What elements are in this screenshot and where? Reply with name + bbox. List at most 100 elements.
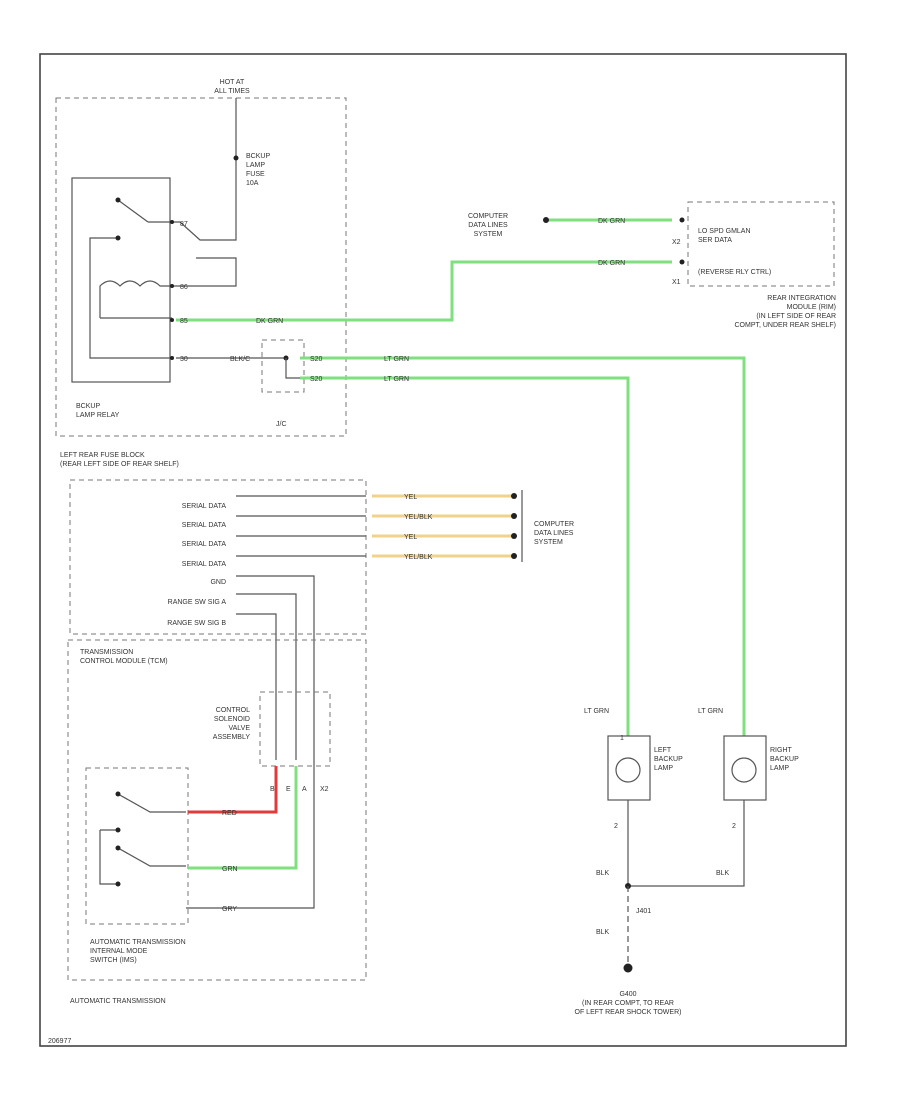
wire-label-red: RED — [222, 810, 237, 817]
right-lamp-pin: 2 — [732, 823, 736, 830]
serial-node — [511, 493, 517, 499]
relay-pin-85 — [170, 318, 174, 322]
rim-row-2: (REVERSE RLY CTRL) — [698, 269, 771, 276]
serial-node — [511, 553, 517, 559]
relay-pin-label-85: 85 — [180, 318, 188, 325]
rim-pin-x2 — [679, 217, 685, 223]
ims-dot — [115, 881, 121, 887]
relay-86-wire — [172, 257, 237, 287]
tcm-row-2: SERIAL DATA — [182, 522, 227, 529]
tcm-row-7: RANGE SW SIG B — [167, 620, 226, 627]
rim-pin-x1 — [679, 259, 685, 265]
relay-contact-dot — [115, 197, 121, 203]
fuse-node — [233, 155, 239, 161]
wire-label-yel-blk-2: YEL/BLK — [404, 514, 433, 521]
wire-label-yel-blk-4: YEL/BLK — [404, 554, 433, 561]
left-lamp-box — [607, 735, 651, 801]
wire-label-30: BLK/C — [230, 356, 250, 363]
right-lamp-wire-label: LT GRN — [698, 708, 723, 715]
wire-label-grn: GRN — [222, 866, 238, 873]
tcm-box — [69, 479, 367, 635]
junction-label: J401 — [636, 908, 651, 915]
relay-pin-87 — [170, 220, 174, 224]
serial-node — [511, 533, 517, 539]
lamp-ground-wires — [627, 800, 745, 887]
valve-pin-a: A — [302, 786, 307, 793]
wire-lt-grn-right-lamp — [300, 356, 746, 736]
serial-data-wires — [236, 490, 523, 562]
footer-code: 206977 — [48, 1038, 71, 1045]
ims-box — [85, 767, 189, 925]
left-lamp-wire-label: LT GRN — [584, 708, 609, 715]
wire-label-gry: GRY — [222, 906, 237, 913]
wire-dk-grn-relay-rim — [176, 260, 672, 322]
jc-link — [285, 358, 300, 379]
relay-pin-label-86: 86 — [180, 284, 188, 291]
wire-lt-grn-left-lamp — [300, 376, 630, 736]
rim-box — [687, 201, 835, 287]
ims-contact-2 — [99, 829, 186, 885]
relay-contact-dot — [115, 235, 121, 241]
wire-label-lt-grn-1: LT GRN — [384, 356, 409, 363]
tcm-row-3: SERIAL DATA — [182, 541, 227, 548]
wire-label-blk-ground: BLK — [596, 929, 610, 936]
relay-pin-label-30: 30 — [180, 356, 188, 363]
wire-label-blk-left: BLK — [596, 870, 610, 877]
right-lamp-box — [723, 735, 767, 801]
ims-dot — [115, 791, 121, 797]
valve-pin-e: E — [286, 786, 291, 793]
wire-red — [188, 766, 278, 814]
jc-pin-2: S20 — [310, 376, 323, 383]
left-lamp-pin: 2 — [614, 823, 618, 830]
fuse-block-label: LEFT REAR FUSE BLOCK(REAR LEFT SIDE OF R… — [60, 452, 179, 468]
relay-pin-86 — [170, 284, 174, 288]
hot-feed-wire — [172, 98, 237, 241]
tcm-row-1: SERIAL DATA — [182, 503, 227, 510]
serial-node — [511, 513, 517, 519]
relay-coil — [99, 280, 172, 319]
jc-box — [261, 339, 305, 393]
wire-label-blk-right: BLK — [716, 870, 730, 877]
rim-pin-label-x2: X2 — [672, 239, 681, 246]
wire-label-dk-grn-rim-1: DK GRN — [598, 218, 625, 225]
ims-contact-1 — [117, 793, 186, 813]
cds-top-node — [543, 217, 549, 223]
wire-label-yel-3: YEL — [404, 534, 417, 541]
auto-trans-label: AUTOMATIC TRANSMISSION — [70, 998, 166, 1005]
ground-symbol — [623, 963, 633, 973]
left-lamp-pin-top: 1 — [620, 735, 624, 742]
rim-pin-label-x1: X1 — [672, 279, 681, 286]
wire-label-yel-1: YEL — [404, 494, 417, 501]
valve-box — [259, 691, 331, 767]
wire-label-dk-grn-rim-2: DK GRN — [598, 260, 625, 267]
relay-contact — [89, 199, 172, 359]
diagram-frame — [39, 53, 847, 1047]
tcm-gnd-wire — [186, 575, 315, 909]
tcm-row-6: RANGE SW SIG A — [168, 599, 227, 606]
valve-pin-x2: X2 — [320, 786, 329, 793]
tcm-row-4: SERIAL DATA — [182, 561, 227, 568]
auto-trans-box — [67, 639, 367, 981]
valve-pin-b: B — [270, 786, 275, 793]
ims-dot — [115, 845, 121, 851]
relay-box — [71, 177, 171, 383]
ims-dot — [115, 827, 121, 833]
wire-label-dk-grn: DK GRN — [256, 318, 283, 325]
relay-pin-30 — [170, 356, 174, 360]
wire-grn — [188, 766, 298, 870]
jc-label: J/C — [276, 421, 287, 428]
